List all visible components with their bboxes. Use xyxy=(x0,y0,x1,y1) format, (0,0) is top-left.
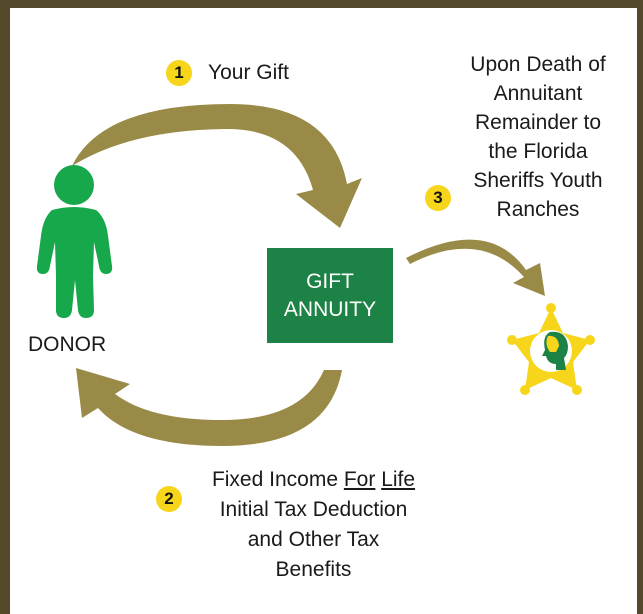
donor-label: DONOR xyxy=(28,333,107,356)
step-1-label: Your Gift xyxy=(208,61,289,84)
step-2-badge: 2 xyxy=(156,486,182,512)
underlined-word: Life xyxy=(381,468,416,491)
gift-annuity-line-1: GIFT xyxy=(306,269,354,293)
arrow-income xyxy=(76,368,342,446)
step-2-label: Fixed Income For Life Initial Tax Deduct… xyxy=(186,465,441,585)
underlined-word: For xyxy=(343,468,376,491)
step-3-label: Upon Death of Annuitant Remainder to the… xyxy=(470,53,606,221)
step-2-line-1: Fixed Income For Life xyxy=(211,468,416,491)
step-1-badge: 1 xyxy=(166,60,192,86)
flow-graphics xyxy=(36,104,595,446)
gift-annuity-line-2: ANNUITY xyxy=(283,297,377,321)
person-icon xyxy=(36,165,113,318)
sheriff-star-badge-icon xyxy=(507,303,595,395)
gift-annuity-box: GIFT ANNUITY xyxy=(267,248,393,343)
arrow-remainder xyxy=(406,239,545,296)
step-3-badge: 3 xyxy=(425,185,451,211)
arrow-gift xyxy=(72,104,362,228)
diagram-panel: 1 Your Gift 3 Upon Death of Annuitant Re… xyxy=(10,8,637,614)
